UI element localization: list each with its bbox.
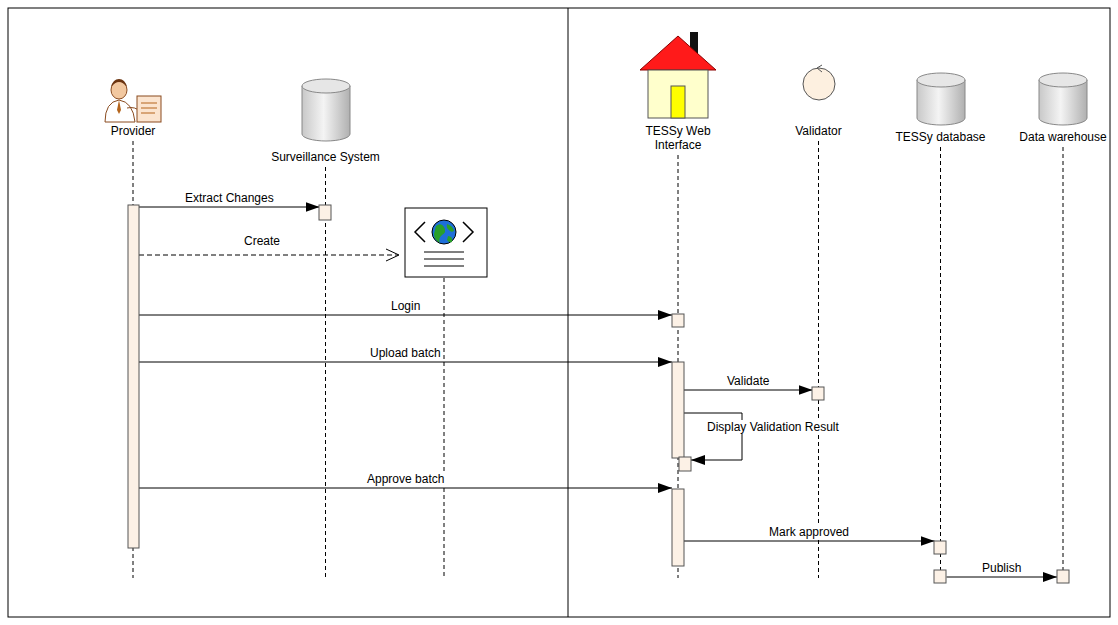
message-label: Login [389, 299, 422, 313]
lifeline [818, 141, 819, 578]
lifeline-name: Provider [111, 124, 156, 138]
message-arrow [139, 315, 672, 316]
lifeline-name: TESSy database [895, 130, 985, 144]
lifeline-head: Validator [792, 64, 845, 138]
lifeline [940, 147, 941, 578]
lifeline-head: TESSy Web Interface [635, 28, 721, 152]
message-label: Create [242, 234, 282, 248]
cyl-icon [916, 72, 966, 130]
person-icon [97, 76, 169, 124]
message-arrow [139, 207, 320, 208]
circle-icon [801, 64, 837, 124]
message-arrow [139, 488, 672, 489]
xml-document-icon [405, 208, 487, 277]
swimlane-divider [568, 8, 569, 617]
lifeline-name: Data warehouse [1019, 130, 1106, 144]
message-label: Publish [980, 561, 1023, 575]
house-icon [638, 28, 718, 124]
cyl-icon [301, 78, 351, 150]
lifeline-head: TESSy database [892, 72, 989, 144]
message-label: Validate [725, 374, 771, 388]
message-arrow [947, 577, 1058, 578]
lifeline-head: Surveillance System [268, 78, 383, 164]
activation-bars [128, 205, 1069, 583]
message-label: Upload batch [368, 346, 443, 360]
message-label: Approve batch [365, 472, 446, 486]
message-arrow [684, 541, 935, 542]
lifeline-head: Data warehouse [1016, 72, 1110, 144]
open-arrowhead [386, 249, 399, 261]
message-label: Display Validation Result [705, 420, 841, 434]
message-label: Mark approved [767, 525, 851, 539]
lifeline-name: TESSy Web Interface [642, 124, 714, 152]
create-message [139, 255, 398, 256]
lifeline [325, 167, 326, 578]
lifeline-name: Surveillance System [271, 150, 380, 164]
lifeline [444, 278, 445, 578]
cyl-icon [1038, 72, 1088, 130]
lifeline-name: Validator [795, 124, 841, 138]
message-arrow [684, 390, 813, 391]
message-arrow [139, 362, 672, 363]
message-label: Extract Changes [183, 191, 276, 205]
lifeline [1063, 147, 1064, 578]
lifeline-head: Provider [94, 76, 172, 138]
diagram-frame [8, 8, 1110, 617]
